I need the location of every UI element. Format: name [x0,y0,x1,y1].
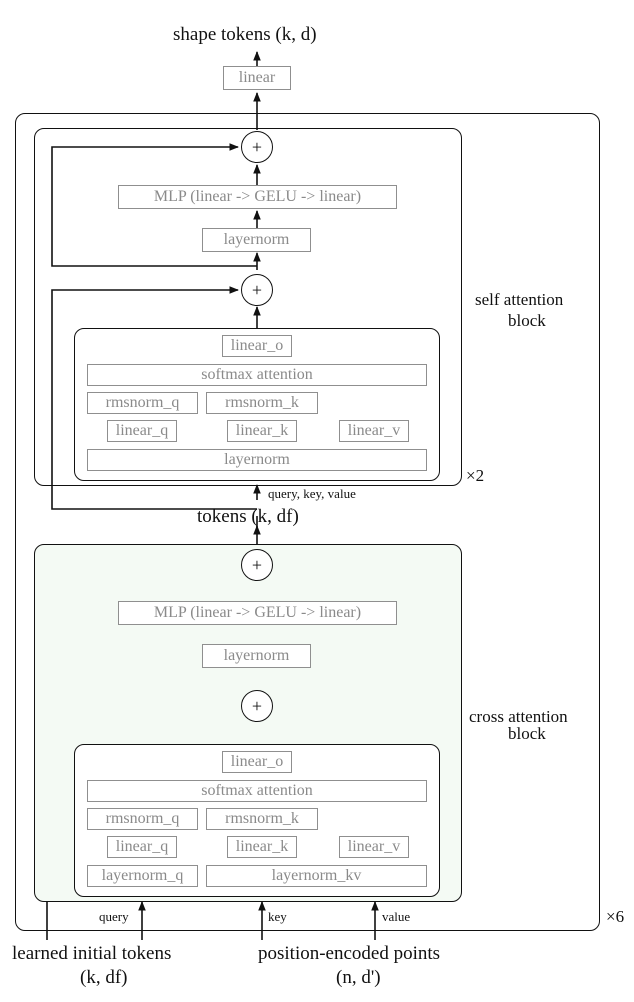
cross-linear-v: linear_v [339,836,409,858]
self-rmsnorm-k: rmsnorm_k [206,392,318,414]
cross-value-label: value [382,909,411,924]
cross-linear-q: linear_q [107,836,177,858]
self-linear-k: linear_k [227,420,297,442]
points-label-1: position-encoded points [258,943,441,964]
cross-rmsnorm-q: rmsnorm_q [87,808,198,830]
cross-query-label: query [99,909,129,924]
cross-rmsnorm-k: rmsnorm_k [206,808,318,830]
self-attention-inner [74,328,440,481]
self-repeat-label: ×2 [466,466,485,485]
self-linear-v: linear_v [339,420,409,442]
cross-residual-add-1: + [241,690,273,722]
output-title: shape tokens (k, d) [173,24,317,45]
self-residual-add-2: + [241,131,273,163]
self-input-label: query, key, value [268,486,356,501]
cross-layernorm-kv: layernorm_kv [206,865,427,887]
self-linear-o: linear_o [222,335,292,357]
points-label-2: (n, d') [336,967,381,988]
self-residual-add-1: + [241,274,273,306]
cross-attention-label-1: cross attention [469,707,568,726]
self-layernorm-mid: layernorm [202,228,311,252]
self-layernorm: layernorm [87,449,427,471]
self-linear-q: linear_q [107,420,177,442]
cross-attention-label-2: block [508,724,546,743]
cross-mlp: MLP (linear -> GELU -> linear) [118,601,397,625]
self-softmax-attention: softmax attention [87,364,427,386]
self-rmsnorm-q: rmsnorm_q [87,392,198,414]
self-attention-label-1: self attention [475,290,564,309]
learned-tokens-label-1: learned initial tokens [12,943,172,964]
outer-repeat-label: ×6 [606,907,625,926]
self-attention-block [34,128,462,486]
outer-repeat-frame [15,113,600,931]
learned-tokens-label-2: (k, df) [80,967,128,988]
self-attention-label-2: block [508,311,546,330]
cross-layernorm-mid: layernorm [202,644,311,668]
self-mlp: MLP (linear -> GELU -> linear) [118,185,397,209]
cross-linear-k: linear_k [227,836,297,858]
tokens-label: tokens (k, df) [197,506,299,527]
cross-key-label: key [268,909,287,924]
cross-layernorm-q: layernorm_q [87,865,198,887]
cross-linear-o: linear_o [222,751,292,773]
cross-softmax-attention: softmax attention [87,780,427,802]
output-linear: linear [223,66,291,90]
cross-residual-add-2: + [241,549,273,581]
